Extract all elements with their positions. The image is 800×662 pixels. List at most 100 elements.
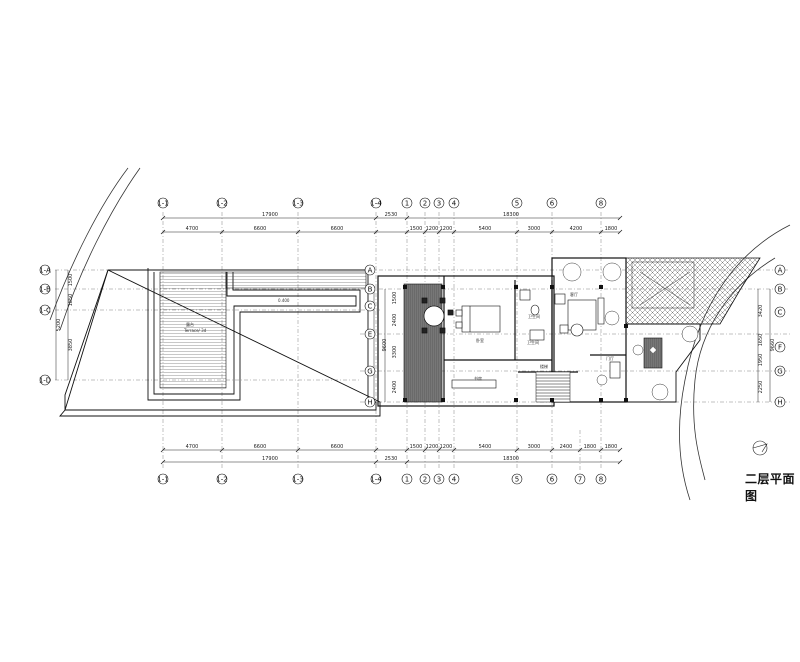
drawing-title: 二层平面图 bbox=[745, 472, 796, 503]
top-axis-6-label: 3 bbox=[437, 199, 441, 207]
room-label-terrace-sub: Terrace/ 3d bbox=[183, 328, 207, 333]
top-axis-0-bubble bbox=[157, 197, 169, 209]
terrace-deck bbox=[159, 271, 367, 389]
left-axis-2-label: 1-C bbox=[39, 306, 51, 314]
right-axis-5-bubble bbox=[774, 396, 786, 408]
top-axis-2-bubble bbox=[292, 197, 304, 209]
north-arrow-icon bbox=[752, 440, 768, 456]
room-label-terrace: 露台 bbox=[186, 321, 194, 327]
bottom-axis-1-label: 1-2 bbox=[216, 475, 227, 483]
mid-axis-0-label: A bbox=[368, 266, 373, 274]
balcony-strip bbox=[403, 283, 443, 403]
right-axis-1-label: B bbox=[778, 285, 783, 293]
mid-dim-2: 3300 bbox=[392, 346, 398, 359]
left-axis-1-label: 1-B bbox=[39, 285, 51, 293]
bottom-inner-dim-5: 1200 bbox=[440, 444, 453, 450]
bottom-axis-10-bubble bbox=[574, 473, 586, 485]
top-axis-4-label: 1 bbox=[405, 199, 409, 207]
right-axis-2-bubble bbox=[774, 306, 786, 318]
mid-dim-3: 2400 bbox=[392, 381, 398, 394]
bottom-inner-dim-0: 4700 bbox=[186, 444, 199, 450]
top-axis-5-label: 2 bbox=[423, 199, 427, 207]
stairs bbox=[535, 371, 571, 403]
mid-axis-1-bubble bbox=[364, 283, 376, 295]
bottom-inner-dim-9: 1800 bbox=[584, 444, 597, 450]
top-outer-dim-1: 2530 bbox=[385, 212, 398, 218]
top-axis-3-label: 1-4 bbox=[370, 199, 382, 207]
bottom-axis-11-label: 8 bbox=[599, 475, 603, 483]
top-outer-dim-2: 18300 bbox=[503, 212, 519, 218]
left-axis-3-bubble bbox=[39, 374, 51, 386]
bottom-axis-5-bubble bbox=[419, 473, 431, 485]
left-axis-3-label: 1-D bbox=[39, 376, 51, 384]
mid-dim-1: 2400 bbox=[392, 314, 398, 327]
right-axis-4-bubble bbox=[774, 365, 786, 377]
bed bbox=[451, 305, 501, 389]
mid-axis-2-bubble bbox=[364, 300, 376, 312]
top-inner-dim-4: 1200 bbox=[426, 226, 439, 232]
top-inner-dim-2: 6600 bbox=[331, 226, 344, 232]
top-axis-7-bubble bbox=[448, 197, 460, 209]
bottom-inner-dim-4: 1200 bbox=[426, 444, 439, 450]
top-inner-dim-1: 6600 bbox=[254, 226, 267, 232]
mid-axis-2-label: C bbox=[368, 302, 373, 310]
landscape-trees bbox=[562, 262, 699, 401]
bottom-axis-3-label: 1-4 bbox=[370, 475, 382, 483]
room-label-hall: 门厅 bbox=[606, 355, 614, 361]
mid-axis-5-label: H bbox=[367, 398, 372, 406]
bottom-axis-2-bubble bbox=[292, 473, 304, 485]
mid-dim-0: 1500 bbox=[392, 292, 398, 305]
bottom-dimension-lines bbox=[160, 447, 623, 465]
top-inner-dim-8: 4200 bbox=[570, 226, 583, 232]
room-label-stair: 楼梯 bbox=[540, 363, 548, 369]
right-axis-2-label: C bbox=[778, 308, 783, 316]
bottom-axis-11-bubble bbox=[595, 473, 607, 485]
bottom-axis-3-bubble bbox=[370, 473, 382, 485]
right-dim-2: 1950 bbox=[758, 354, 764, 367]
bottom-axis-8-bubble bbox=[511, 473, 523, 485]
bottom-axis-6-label: 3 bbox=[437, 475, 441, 483]
bottom-inner-dim-7: 3000 bbox=[528, 444, 541, 450]
right-axis-3-bubble bbox=[774, 341, 786, 353]
bottom-inner-dim-3: 1500 bbox=[410, 444, 423, 450]
bottom-inner-dim-8: 2400 bbox=[560, 444, 573, 450]
right-dim-3: 2250 bbox=[758, 381, 764, 394]
right-dim-1: 1650 bbox=[758, 334, 764, 347]
garden-lines bbox=[631, 261, 695, 309]
mid-axis-4-bubble bbox=[364, 365, 376, 377]
room-label-bath2: 卫生间 bbox=[527, 339, 539, 345]
bottom-inner-dim-2: 6600 bbox=[331, 444, 344, 450]
left-axis-0-bubble bbox=[39, 264, 51, 276]
bottom-axis-2-label: 1-3 bbox=[292, 475, 303, 483]
bottom-axis-9-label: 6 bbox=[550, 475, 555, 483]
bottom-outer-dim-1: 2530 bbox=[385, 456, 398, 462]
top-inner-dim-9: 1800 bbox=[605, 226, 618, 232]
garden-hatch bbox=[625, 257, 761, 325]
bottom-inner-dim-6: 5400 bbox=[479, 444, 492, 450]
top-axis-0-label: 1-1 bbox=[157, 199, 168, 207]
top-axis-7-label: 4 bbox=[452, 199, 457, 207]
top-axis-4-bubble bbox=[401, 197, 413, 209]
bottom-axis-8-label: 5 bbox=[515, 475, 519, 483]
top-axis-3-bubble bbox=[370, 197, 382, 209]
bottom-outer-dim-2: 18300 bbox=[503, 456, 519, 462]
fixtures bbox=[519, 289, 621, 379]
top-axis-8-label: 5 bbox=[515, 199, 519, 207]
mid-axis-5-bubble bbox=[364, 396, 376, 408]
columns bbox=[403, 285, 628, 402]
top-axis-2-label: 1-3 bbox=[292, 199, 303, 207]
left-axis-0-label: 1-A bbox=[39, 266, 51, 274]
right-axis-0-bubble bbox=[774, 264, 786, 276]
top-axis-9-bubble bbox=[546, 197, 558, 209]
bottom-axis-0-bubble bbox=[157, 473, 169, 485]
top-outer-dim-0: 17900 bbox=[262, 212, 278, 218]
bottom-axis-9-bubble bbox=[546, 473, 558, 485]
left-dim-3: 5200 bbox=[56, 319, 62, 332]
mid-axis-3-bubble bbox=[364, 328, 376, 340]
mid-axis-4-label: G bbox=[367, 367, 372, 375]
